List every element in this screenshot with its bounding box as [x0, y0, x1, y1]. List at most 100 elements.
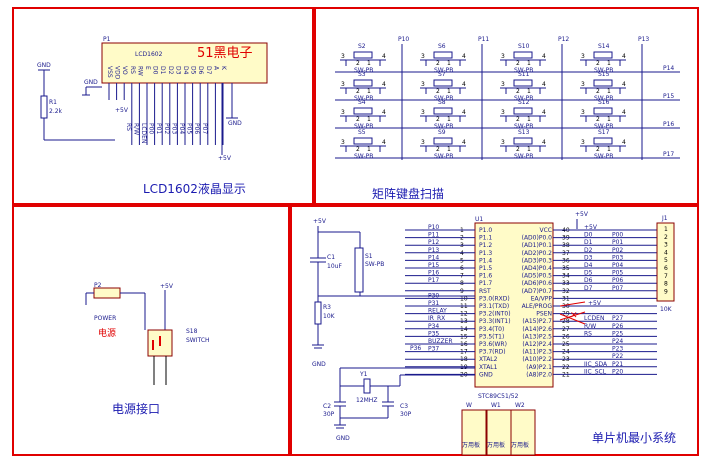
- switch-ref: S16: [598, 99, 610, 106]
- pot-ref: W: [466, 402, 472, 409]
- switch-type: SW-PB: [354, 123, 373, 130]
- lcd-vcc-label-2: +5V: [218, 155, 232, 162]
- switch-type: SW-PB: [594, 153, 613, 160]
- svg-text:1: 1: [447, 116, 451, 123]
- mcu-pin-name: P3.5(T1): [479, 333, 504, 340]
- mcu-net2-label: P24: [612, 338, 623, 345]
- svg-text:1: 1: [607, 146, 611, 153]
- svg-text:3: 3: [581, 81, 585, 88]
- power-section: P2 POWER 电源 +5V S18 SWITCH: [85, 282, 210, 385]
- mcu-net-label: BUZZER: [428, 338, 453, 345]
- mcu-net-label: P31: [428, 300, 439, 307]
- keypad-col-label: P12: [558, 36, 569, 43]
- svg-text:3: 3: [341, 53, 345, 60]
- mcu-pin-name: P3.4(T0): [479, 326, 504, 333]
- svg-text:4: 4: [382, 53, 386, 60]
- svg-text:1: 1: [367, 60, 371, 67]
- c2-value: 30P: [323, 411, 335, 418]
- lcd-vcc-label-1: +5V: [115, 107, 129, 114]
- mcu-net-label: P11: [428, 232, 439, 239]
- mcu-chip-body: [474, 222, 554, 388]
- c3-value: 30P: [400, 411, 412, 418]
- mcu-net-label: P16: [428, 270, 439, 277]
- mcu-pin-name: XTAL2: [479, 356, 498, 363]
- svg-text:4: 4: [462, 53, 466, 60]
- lcd-net-label: LCDEN: [140, 123, 147, 143]
- mcu-pin-name: (A15)P2.7: [522, 318, 552, 325]
- lcd-pin-label: D5: [190, 66, 197, 75]
- mcu-net2-label: P22: [612, 353, 623, 360]
- j1-pin-num: 9: [664, 288, 668, 295]
- mcu-pin-name: P3.3(INT1): [479, 318, 511, 325]
- mcu-pin-name: P3.2(INT0): [479, 311, 511, 318]
- switch-ref: S11: [518, 71, 530, 78]
- keypad-row-label: P17: [663, 151, 674, 158]
- mcu-net2-label: P26: [612, 323, 623, 330]
- mcu-net-label: IR_RX: [428, 315, 445, 322]
- mcu-pin-name: P1.1: [479, 235, 492, 242]
- mcu-net-label: D3: [584, 254, 593, 261]
- mcu-net2-label: P07: [612, 285, 623, 292]
- lcd-pin-label: D7: [205, 66, 212, 75]
- svg-text:2: 2: [516, 146, 520, 153]
- svg-text:1: 1: [527, 116, 531, 123]
- mcu-net-label: D4: [584, 262, 593, 269]
- svg-text:1: 1: [607, 88, 611, 95]
- lcd-ref: P1: [103, 36, 111, 43]
- svg-text:4: 4: [382, 109, 386, 116]
- mcu-pin-name: P1.4: [479, 257, 492, 264]
- svg-text:1: 1: [367, 88, 371, 95]
- svg-text:3: 3: [501, 139, 505, 146]
- svg-text:4: 4: [622, 139, 626, 146]
- switch-type: SW-PB: [434, 153, 453, 160]
- svg-text:1: 1: [447, 146, 451, 153]
- svg-text:4: 4: [382, 139, 386, 146]
- mcu-net-label: D6: [584, 277, 593, 284]
- svg-text:2: 2: [436, 116, 440, 123]
- switch-type: SW-PB: [434, 95, 453, 102]
- svg-text:4: 4: [542, 53, 546, 60]
- s1-ref: S1: [365, 253, 373, 260]
- mcu-pin-name: (AD1)P0.1: [522, 242, 553, 249]
- svg-text:3: 3: [421, 53, 425, 60]
- p2-ref: P2: [94, 282, 102, 289]
- switch-type: SW-PB: [354, 67, 373, 74]
- crystal-y1: [363, 378, 371, 394]
- lcd-module: [101, 42, 268, 84]
- mcu-net-label: D5: [584, 270, 593, 277]
- s1-type: SW-PB: [365, 261, 384, 268]
- mcu-net2-label: P03: [612, 254, 623, 261]
- lcd-net-label: P05: [186, 123, 193, 134]
- switch-type: SW-PB: [594, 123, 613, 130]
- lcd-net-label: P03: [170, 123, 177, 134]
- svg-text:1: 1: [607, 116, 611, 123]
- switch-ref: S17: [598, 129, 610, 136]
- lcd-net-label: P04: [178, 123, 185, 134]
- mcu-net2-label: P02: [612, 247, 623, 254]
- j1-value: 10K: [660, 306, 673, 313]
- mcu-pin-name: (AD2)P0.2: [522, 250, 553, 257]
- switch-ref: S7: [438, 71, 446, 78]
- svg-text:2: 2: [596, 60, 600, 67]
- button-s1: [354, 247, 364, 293]
- r3-value: 10K: [323, 313, 336, 320]
- j1-pin-num: 3: [664, 242, 668, 249]
- c1-ref: C1: [327, 254, 335, 261]
- svg-text:4: 4: [542, 109, 546, 116]
- mcu-net-label: P35: [428, 330, 439, 337]
- mcu-net-label: D7: [584, 285, 593, 292]
- switch-ref: S9: [438, 129, 446, 136]
- r1-ref: R1: [49, 99, 57, 106]
- keypad-row-label: P16: [663, 121, 674, 128]
- lcd-pin-label: D3: [174, 66, 181, 75]
- pot-label: 万用板: [487, 441, 505, 449]
- mcu-pin-name: (A14)P2.6: [522, 326, 552, 333]
- keypad-col-label: P13: [638, 36, 649, 43]
- pot-body: [510, 409, 536, 456]
- p36-label: P36: [410, 345, 421, 352]
